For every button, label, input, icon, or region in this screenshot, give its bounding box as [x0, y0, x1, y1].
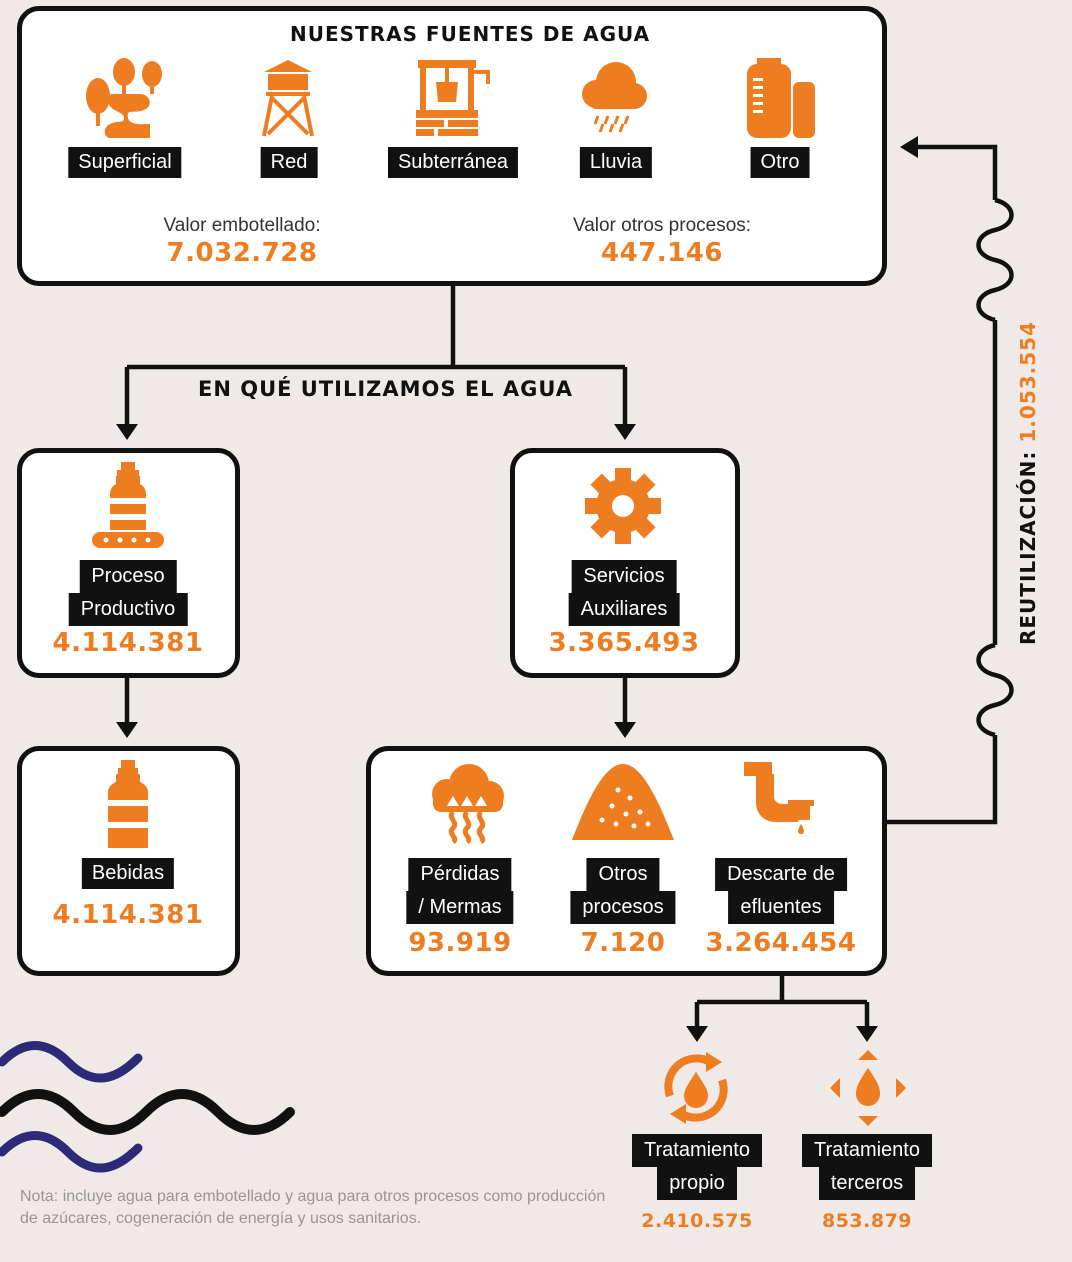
reuse-value: 1.053.554: [1016, 321, 1040, 443]
bottle-conveyor-icon: [92, 462, 164, 548]
evaporation-cloud-icon: [432, 764, 504, 844]
river-trees-icon: [86, 58, 162, 138]
losses-label-line1: Pérdidas: [408, 858, 512, 891]
effluents-value: 3.264.454: [705, 928, 857, 958]
auxiliary-value: 3.365.493: [548, 628, 700, 658]
source-label-otro: Otro: [750, 147, 810, 178]
production-label-line2: Productivo: [68, 593, 188, 626]
third-party-treatment-label-line2: terceros: [818, 1167, 916, 1200]
effluents-label: Descarte de efluentes: [715, 858, 847, 924]
footnote: Nota: incluye agua para embotellado y ag…: [20, 1188, 606, 1227]
beverages-label: Bebidas: [81, 858, 175, 889]
sediment-pile-icon: [572, 764, 674, 840]
well-icon: [416, 60, 490, 136]
rain-cloud-icon: [582, 62, 647, 133]
auxiliary-label-line1: Servicios: [571, 560, 677, 593]
water-sources-panel: [17, 6, 887, 286]
own-treatment-label-line2: propio: [657, 1167, 737, 1200]
losses-value: 93.919: [408, 928, 512, 958]
bottle-icon: [108, 760, 148, 848]
effluents-label-line2: efluentes: [728, 891, 834, 924]
other-processes-output-value: 7.120: [580, 928, 666, 958]
production-value: 4.114.381: [52, 628, 204, 658]
source-label-subterranea: Subterránea: [387, 147, 519, 178]
other-processes-label: Otros procesos: [570, 858, 676, 924]
source-label-superficial: Superficial: [68, 147, 182, 178]
own-treatment-value: 2.410.575: [641, 1210, 753, 1232]
source-label-red: Red: [260, 147, 318, 178]
third-party-treatment-label: Tratamiento terceros: [802, 1134, 932, 1200]
reuse-label-text: REUTILIZACIÓN:: [1016, 450, 1040, 645]
own-treatment-label-line1: Tratamiento: [632, 1134, 762, 1167]
source-label-lluvia: Lluvia: [579, 147, 653, 178]
bottled-value: 7.032.728: [166, 238, 318, 268]
usage-title: EN QUÉ UTILIZAMOS EL AGUA: [198, 377, 574, 401]
losses-label-line2: / Mermas: [406, 891, 514, 924]
other-processes-label-line2: procesos: [570, 891, 676, 924]
production-label: Proceso Productivo: [68, 560, 188, 626]
auxiliary-label-line2: Auxiliares: [568, 593, 680, 626]
bottled-caption: Valor embotellado:: [163, 215, 321, 236]
decorative-waves: [0, 1041, 295, 1173]
losses-label: Pérdidas / Mermas: [406, 858, 514, 924]
effluents-label-line1: Descarte de: [715, 858, 847, 891]
water-tower-icon: [262, 60, 314, 137]
water-drop-arrows-icon: [830, 1050, 906, 1126]
other-processes-label-line1: Otros: [586, 858, 660, 891]
auxiliary-label: Servicios Auxiliares: [568, 560, 680, 626]
sources-title: NUESTRAS FUENTES DE AGUA: [290, 22, 651, 46]
other-processes-caption: Valor otros procesos:: [572, 215, 752, 236]
beverages-value: 4.114.381: [52, 900, 204, 930]
drain-pipe-icon: [744, 762, 814, 834]
own-treatment-label: Tratamiento propio: [632, 1134, 762, 1200]
production-label-line1: Proceso: [79, 560, 177, 593]
third-party-treatment-label-line1: Tratamiento: [802, 1134, 932, 1167]
gear-icon: [585, 468, 661, 544]
third-party-treatment-value: 853.879: [821, 1210, 913, 1232]
water-tank-icon: [747, 58, 815, 138]
recycle-water-icon: [664, 1052, 728, 1124]
reuse-label: REUTILIZACIÓN: 1.053.554: [1016, 321, 1040, 645]
other-processes-value: 447.146: [601, 238, 723, 268]
